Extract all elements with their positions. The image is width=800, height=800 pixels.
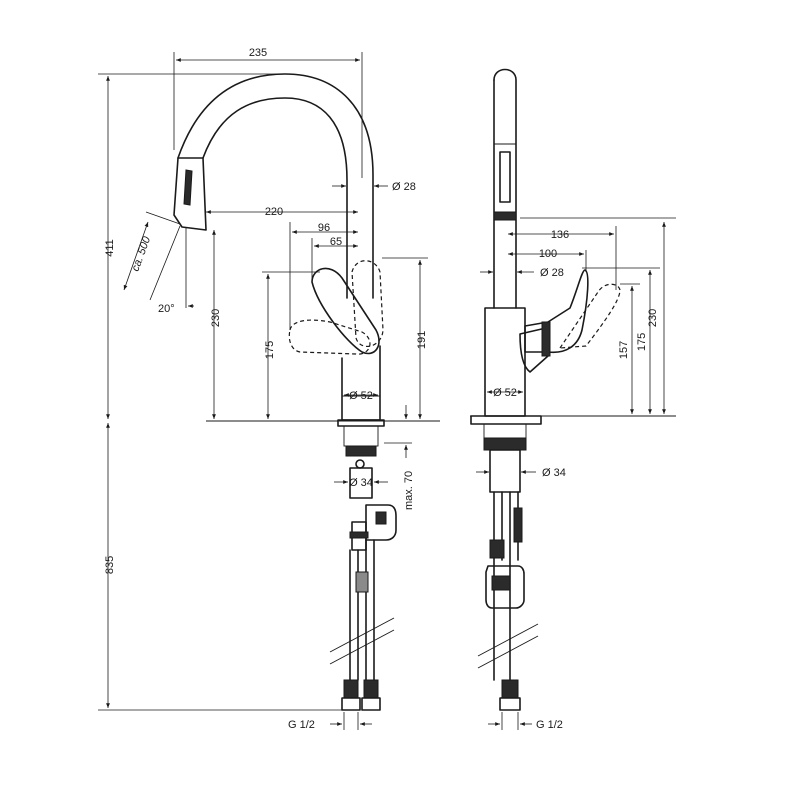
faucet-body	[341, 345, 381, 421]
hose-weight	[365, 504, 397, 541]
hose-weight-clip	[375, 511, 387, 525]
dim-65: 65	[330, 236, 342, 248]
set-screw	[355, 459, 365, 469]
connector-left-nut	[341, 697, 361, 711]
side-shank	[489, 449, 521, 493]
dim-max-70: max. 70	[403, 471, 415, 510]
dim-835: 835	[104, 556, 116, 574]
side-spray-face	[493, 211, 517, 221]
connector-right-nut	[361, 697, 381, 711]
dim-20-degree: 20°	[158, 303, 175, 315]
dim-175: 175	[264, 341, 276, 359]
shank	[349, 467, 373, 499]
spout-inner	[202, 97, 348, 299]
side-break-line-2	[477, 635, 539, 669]
dim-side-157: 157	[618, 341, 630, 359]
connector-right	[363, 679, 379, 699]
dim-hose-reach: ca. 500	[130, 234, 154, 273]
dim-side-100: 100	[539, 248, 557, 260]
spray-head	[173, 157, 207, 231]
connector-left	[343, 679, 359, 699]
hose-fitting	[355, 571, 369, 593]
side-base-plate	[470, 415, 542, 425]
spout-outer	[177, 73, 374, 299]
side-spray-slot	[499, 151, 511, 203]
side-spout	[493, 68, 517, 309]
dim-connection: G 1/2	[288, 719, 315, 731]
break-line-2	[329, 629, 395, 665]
dim-96: 96	[318, 222, 330, 234]
dim-shank-dia: Ø 34	[349, 477, 373, 489]
side-base-ring	[483, 423, 527, 439]
side-hose-weight	[485, 565, 525, 609]
break-line-1	[329, 617, 395, 653]
spray-head-button	[183, 169, 193, 206]
side-handle-alt	[558, 283, 621, 349]
side-thread-nut	[483, 437, 527, 451]
dim-230: 230	[210, 309, 222, 327]
front-dimensions: 235 Ø 28 220 96 65 ca. 500 20° 411 230	[98, 47, 428, 731]
side-connector	[501, 679, 519, 699]
side-handle-collar	[519, 327, 549, 373]
front-view	[173, 73, 440, 711]
dim-body-dia: Ø 52	[349, 390, 373, 402]
side-connector-nut	[499, 697, 521, 711]
dim-side-230: 230	[647, 309, 659, 327]
dim-side-175: 175	[636, 333, 648, 351]
side-view	[470, 68, 676, 711]
thread-nut	[345, 445, 377, 457]
dim-side-spout-dia: Ø 28	[540, 267, 564, 279]
side-valve	[489, 539, 505, 559]
side-break-line-1	[477, 623, 539, 657]
dim-side-136: 136	[551, 229, 569, 241]
dim-220: 220	[265, 206, 283, 218]
dim-side-connection: G 1/2	[536, 719, 563, 731]
dim-side-body-dia: Ø 52	[493, 387, 517, 399]
dim-235: 235	[249, 47, 267, 59]
dim-side-shank-dia: Ø 34	[542, 467, 566, 479]
side-weight-clip	[491, 575, 511, 591]
dim-411: 411	[104, 239, 116, 257]
handle-open-position	[351, 260, 384, 347]
dim-spout-dia: Ø 28	[392, 181, 416, 193]
side-dimensions: 136 100 Ø 28 230 175 157 Ø 52 Ø 34 G 1/2	[476, 217, 676, 731]
base-ring	[343, 425, 379, 447]
side-handle-ring	[541, 321, 551, 357]
side-valve-right	[513, 507, 523, 543]
side-body	[484, 307, 526, 417]
dim-191: 191	[416, 331, 428, 349]
valve-left-ring	[349, 531, 369, 539]
side-handle	[524, 269, 589, 354]
handle	[311, 267, 380, 355]
